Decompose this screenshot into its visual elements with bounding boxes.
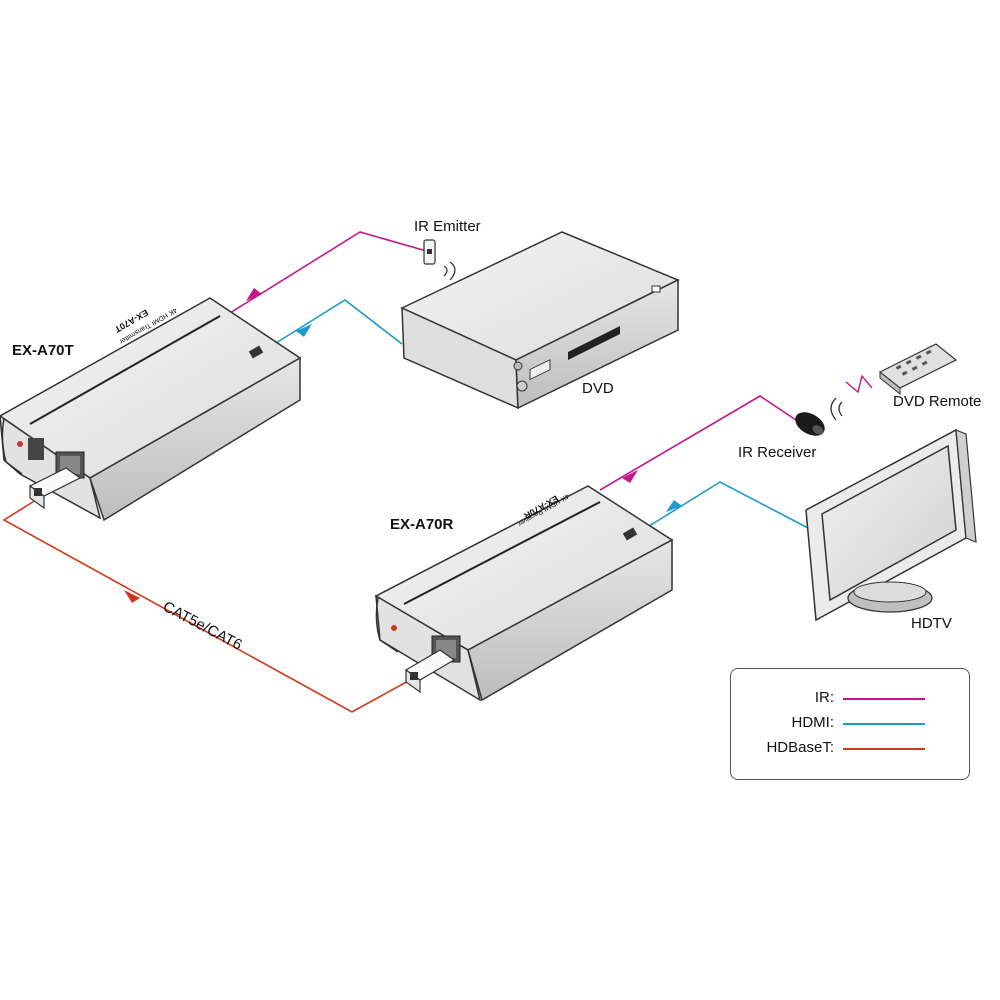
hdtv-label: HDTV	[911, 615, 952, 632]
ir-arrow-rx	[622, 470, 638, 483]
dvd-remote-label: DVD Remote	[893, 393, 982, 410]
ir-emitter-label: IR Emitter	[414, 218, 481, 235]
transmitter-device	[0, 297, 302, 522]
receiver-model-label: EX-A70R	[390, 516, 454, 533]
hdmi-cable-dvd	[267, 299, 403, 349]
dvd-label: DVD	[582, 380, 614, 397]
dvd-player	[400, 231, 680, 410]
ir-receiver-device	[795, 412, 825, 436]
ir-arrow-tx	[246, 288, 262, 301]
hdmi-arrow-tv	[666, 500, 682, 512]
legend-label-hdbaset: HDBaseT:	[766, 739, 834, 756]
hdbaset-arrow	[124, 590, 140, 603]
hdmi-arrow-dvd	[296, 324, 312, 337]
legend-line-ir	[843, 698, 925, 700]
transmitter-model-label: EX-A70T	[12, 342, 74, 359]
dvd-remote-device	[830, 343, 958, 421]
legend-line-hdbaset	[843, 748, 925, 750]
receiver-device	[374, 485, 674, 702]
legend-label-ir: IR:	[814, 689, 834, 706]
ir-emitter-device	[423, 239, 456, 281]
legend-label-hdmi: HDMI:	[791, 714, 835, 731]
hdtv-device	[805, 428, 977, 622]
legend-item-ir: IR:	[731, 689, 969, 709]
hdbaset-cable	[2, 499, 411, 713]
hdmi-cable-tv	[645, 481, 809, 529]
legend-item-hdmi: HDMI:	[731, 714, 969, 734]
legend-line-hdmi	[843, 723, 925, 725]
ir-cable-rx	[599, 395, 797, 491]
ir-cable-tx	[221, 231, 431, 319]
ir-receiver-label: IR Receiver	[738, 444, 817, 461]
legend: IR: HDMI: HDBaseT:	[730, 668, 970, 780]
legend-item-hdbaset: HDBaseT:	[731, 739, 969, 759]
